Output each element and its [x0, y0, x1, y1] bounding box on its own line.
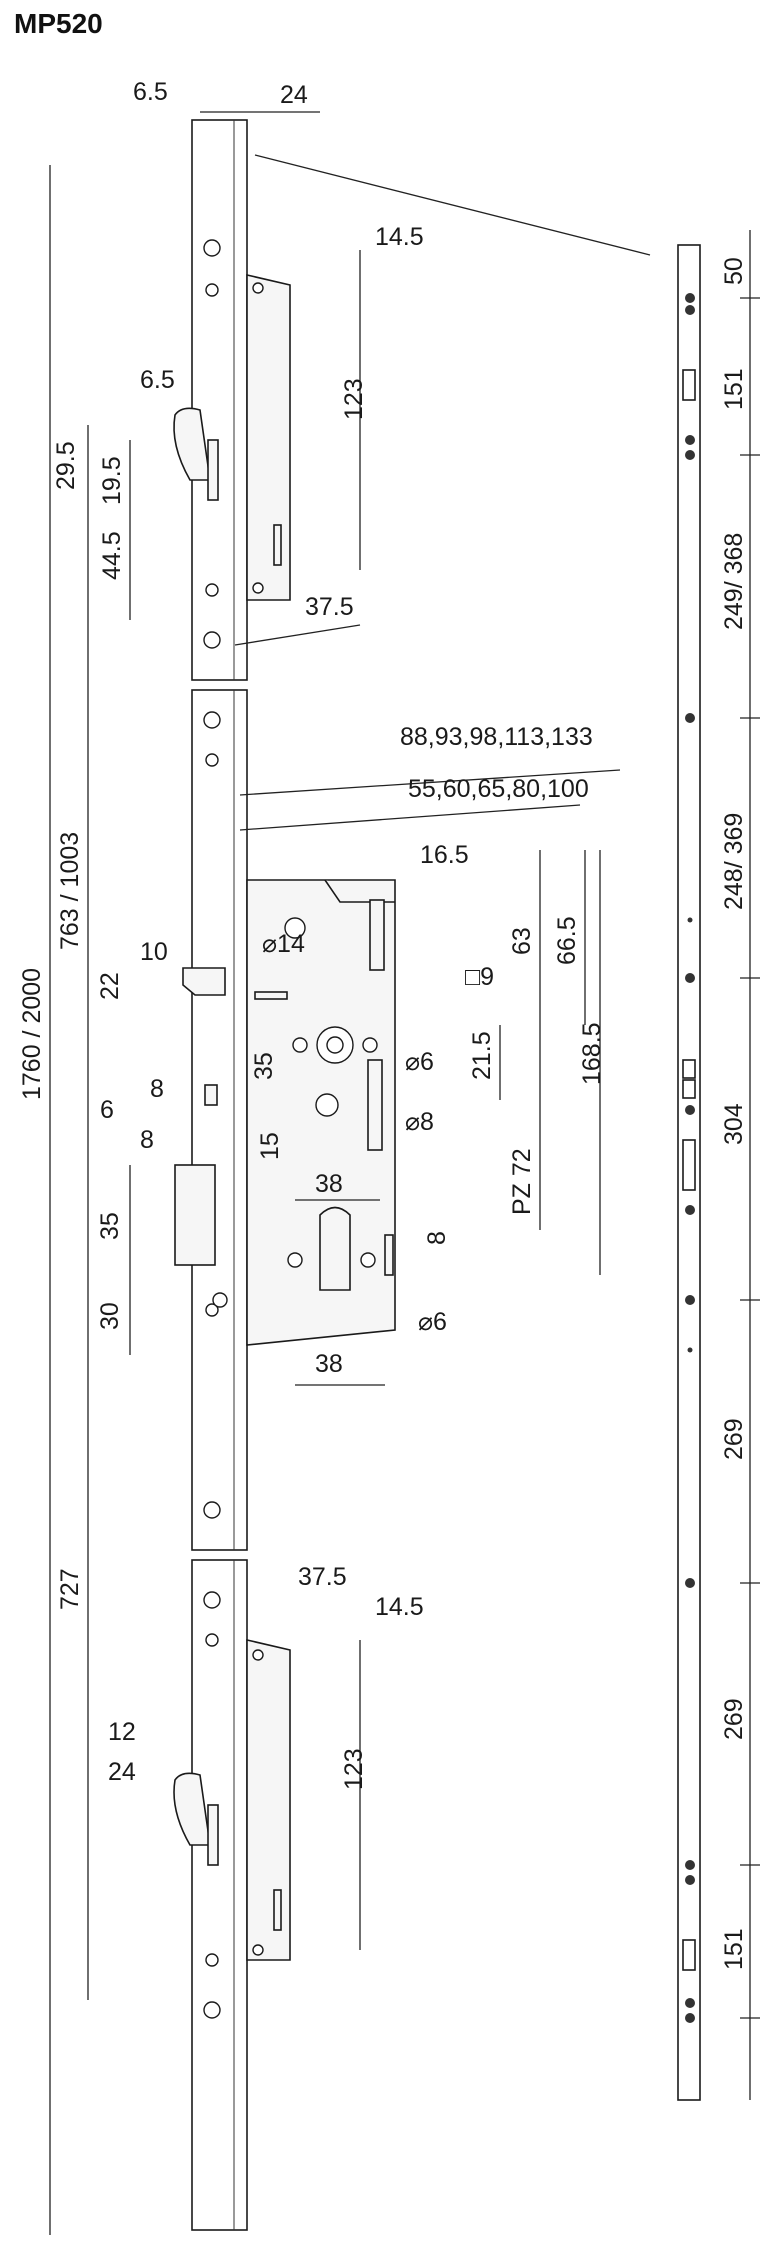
dim-168-5: 168.5: [578, 1022, 606, 1085]
top-hook-lock: [173, 273, 291, 601]
dim-8-a: 8: [150, 1075, 164, 1103]
dim-dia-6-a: ⌀6: [405, 1048, 434, 1076]
dim-top-37-5: 37.5: [305, 593, 354, 621]
dim-dia-14: ⌀14: [262, 930, 305, 958]
dim-38-a: 38: [315, 1170, 343, 1198]
faceplate-strip: [191, 119, 248, 2231]
product-title: MP520: [14, 8, 103, 39]
dim-side-269-a: 269: [720, 1418, 748, 1460]
dim-63: 63: [508, 927, 536, 955]
dim-66-5: 66.5: [553, 916, 581, 965]
dim-8-b: 8: [140, 1126, 154, 1154]
dim-top-14-5: 14.5: [375, 223, 424, 251]
dim-strip-width: 24: [280, 81, 308, 109]
dim-727: 727: [56, 1568, 84, 1610]
dim-top-19-5: 19.5: [98, 456, 126, 505]
main-lock-case: [174, 879, 396, 1346]
dim-sq-9: □9: [465, 963, 494, 991]
side-view-strip: [677, 244, 701, 2101]
dim-side-304: 304: [720, 1103, 748, 1145]
dim-top-123: 123: [340, 378, 368, 420]
dim-30: 30: [96, 1302, 124, 1330]
bottom-hook-lock: [173, 1638, 291, 1961]
dim-16-5: 16.5: [420, 841, 469, 869]
dim-bottom-37-5: 37.5: [298, 1563, 347, 1591]
dim-38-b: 38: [315, 1350, 343, 1378]
dim-bottom-14-5: 14.5: [375, 1593, 424, 1621]
dim-10: 10: [140, 938, 168, 966]
dim-dia-8: ⌀8: [405, 1108, 434, 1136]
dim-35-a: 35: [250, 1052, 278, 1080]
dim-strip-thickness: 6.5: [133, 78, 168, 106]
dim-pz-72: PZ 72: [508, 1148, 536, 1215]
dimension-lines: [49, 111, 760, 2235]
dim-side-248: 248/ 369: [720, 813, 748, 910]
dim-bottom-123: 123: [340, 1748, 368, 1790]
dim-backset-top: 88,93,98,113,133: [400, 723, 593, 751]
dim-15: 15: [256, 1132, 284, 1160]
dim-bottom-12: 12: [108, 1718, 136, 1746]
dim-22: 22: [96, 972, 124, 1000]
dim-side-151-bottom: 151: [720, 1928, 748, 1970]
dim-side-249: 249/ 368: [720, 533, 748, 630]
dim-21-5: 21.5: [468, 1031, 496, 1080]
dim-side-269-b: 269: [720, 1698, 748, 1740]
dim-backset-bottom: 55,60,65,80,100: [408, 775, 589, 803]
dim-top-29-5: 29.5: [52, 441, 80, 490]
dim-top-44-5: 44.5: [98, 531, 126, 580]
dim-35-b: 35: [96, 1212, 124, 1240]
dim-total-length: 1760 / 2000: [18, 968, 46, 1100]
dim-8-c: 8: [423, 1231, 451, 1245]
dim-763: 763 / 1003: [56, 832, 84, 950]
dim-side-151-top: 151: [720, 368, 748, 410]
dim-top-6-5: 6.5: [140, 366, 175, 394]
dim-side-50: 50: [720, 257, 748, 285]
dim-dia-6-b: ⌀6: [418, 1308, 447, 1336]
dim-bottom-24: 24: [108, 1758, 136, 1786]
dim-6: 6: [100, 1096, 114, 1124]
